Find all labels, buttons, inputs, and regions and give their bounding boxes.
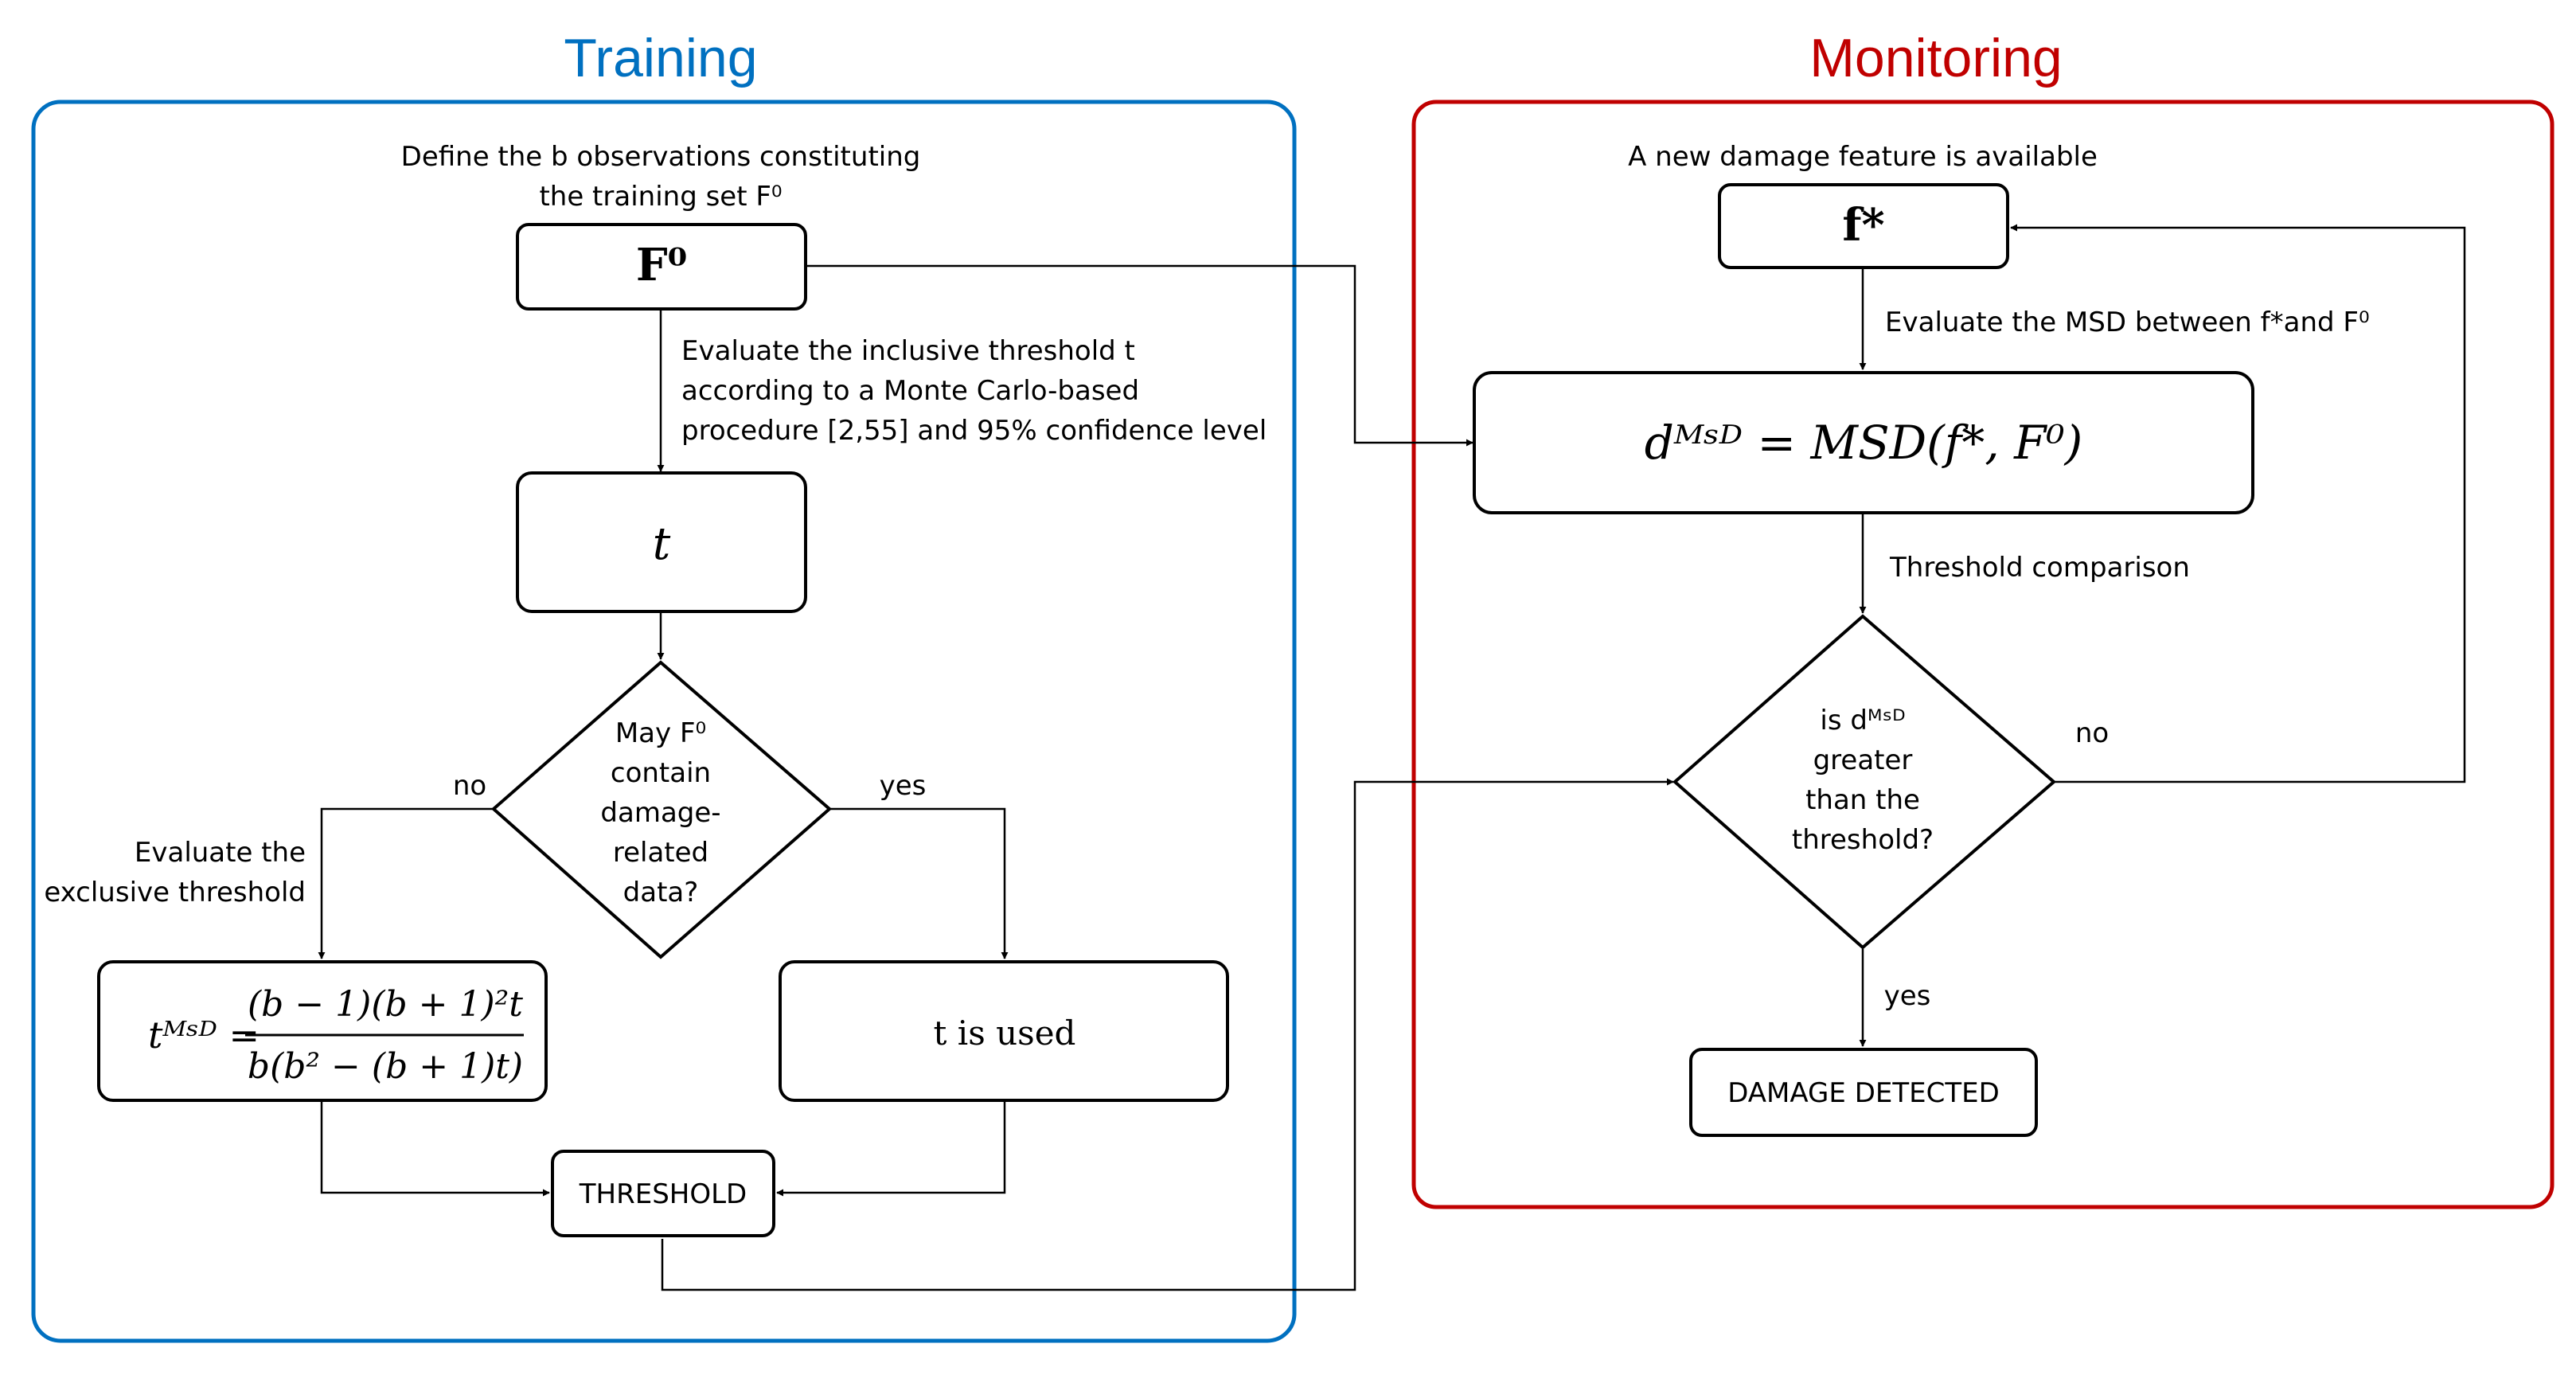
monitoring-frame (1411, 100, 2555, 1209)
decision-contain-line5: data? (623, 877, 699, 908)
formula-denominator: b(b² − (b + 1)t) (248, 1046, 523, 1087)
decision-greater-line2: greater (1813, 744, 1913, 776)
decision-greater-threshold (1672, 614, 2057, 950)
no-label-training: no (453, 770, 486, 802)
formula-numerator: (b − 1)(b + 1)²t (248, 984, 523, 1025)
msd-formula: dᴹˢᴰ = MSD(f*, F⁰) (1645, 416, 2083, 470)
eval-exclusive-line2: exclusive threshold (44, 877, 306, 908)
evaluate-msd-label: Evaluate the MSD between f*and F⁰ (1885, 307, 2370, 338)
connector-f0-to-msd (806, 264, 1473, 447)
training-title: Training (564, 28, 757, 88)
eval-exclusive-line1: Evaluate the (135, 837, 306, 869)
threshold-label: THRESHOLD (579, 1178, 747, 1210)
node-t (516, 471, 807, 613)
no-label-monitoring: no (2075, 717, 2109, 749)
connector-threshold-to-comparison (661, 778, 1674, 1291)
decision-contain-line1: May F⁰ (615, 717, 706, 749)
eval-inclusive-line2: according to a Monte Carlo-based (681, 375, 1139, 407)
node-damage-detected (1689, 1048, 2038, 1137)
decision-contain-line2: contain (611, 757, 711, 789)
connector-decision-yes (828, 807, 1009, 959)
decision-greater-line3: than the (1805, 784, 1920, 816)
damage-detected-label: DAMAGE DETECTED (1727, 1077, 2000, 1109)
define-observations-label: Define the b observations constituting (401, 141, 921, 173)
eval-inclusive-line3: procedure [2,55] and 95% confidence leve… (681, 415, 1267, 447)
monitoring-title: Monitoring (1809, 28, 2063, 88)
node-exclusive-formula (97, 960, 548, 1102)
yes-label-training: yes (880, 770, 927, 802)
node-f0 (516, 223, 807, 311)
connector-formula-to-threshold (320, 1102, 550, 1197)
t-is-used-label: t is used (934, 1014, 1076, 1053)
training-set-label: the training set F⁰ (539, 181, 782, 213)
formula-lhs: tᴹˢᴰ = (148, 1014, 260, 1057)
node-fstar (1718, 183, 2009, 269)
connector-decision-no-loop (2010, 224, 2466, 783)
node-t-is-used (779, 960, 1229, 1102)
connector-decision-no (318, 807, 495, 959)
decision-greater-line1: is dᴹˢᴰ (1820, 705, 1905, 736)
connector-tused-to-threshold (776, 1102, 1006, 1197)
node-f0-label: F⁰ (636, 239, 687, 291)
node-threshold (551, 1150, 775, 1237)
node-t-label: t (653, 518, 671, 570)
decision-contain-damage (490, 660, 833, 959)
eval-inclusive-line1: Evaluate the inclusive threshold t (681, 335, 1135, 367)
decision-contain-line3: damage- (600, 797, 720, 829)
decision-greater-line4: threshold? (1792, 824, 1934, 856)
threshold-comparison-label: Threshold comparison (1889, 552, 2190, 584)
yes-label-monitoring: yes (1884, 980, 1931, 1012)
new-feature-label: A new damage feature is available (1628, 141, 2098, 173)
decision-contain-line4: related (613, 837, 708, 869)
node-fstar-label: f* (1842, 199, 1884, 252)
node-msd (1473, 371, 2254, 514)
training-frame (31, 100, 1297, 1343)
